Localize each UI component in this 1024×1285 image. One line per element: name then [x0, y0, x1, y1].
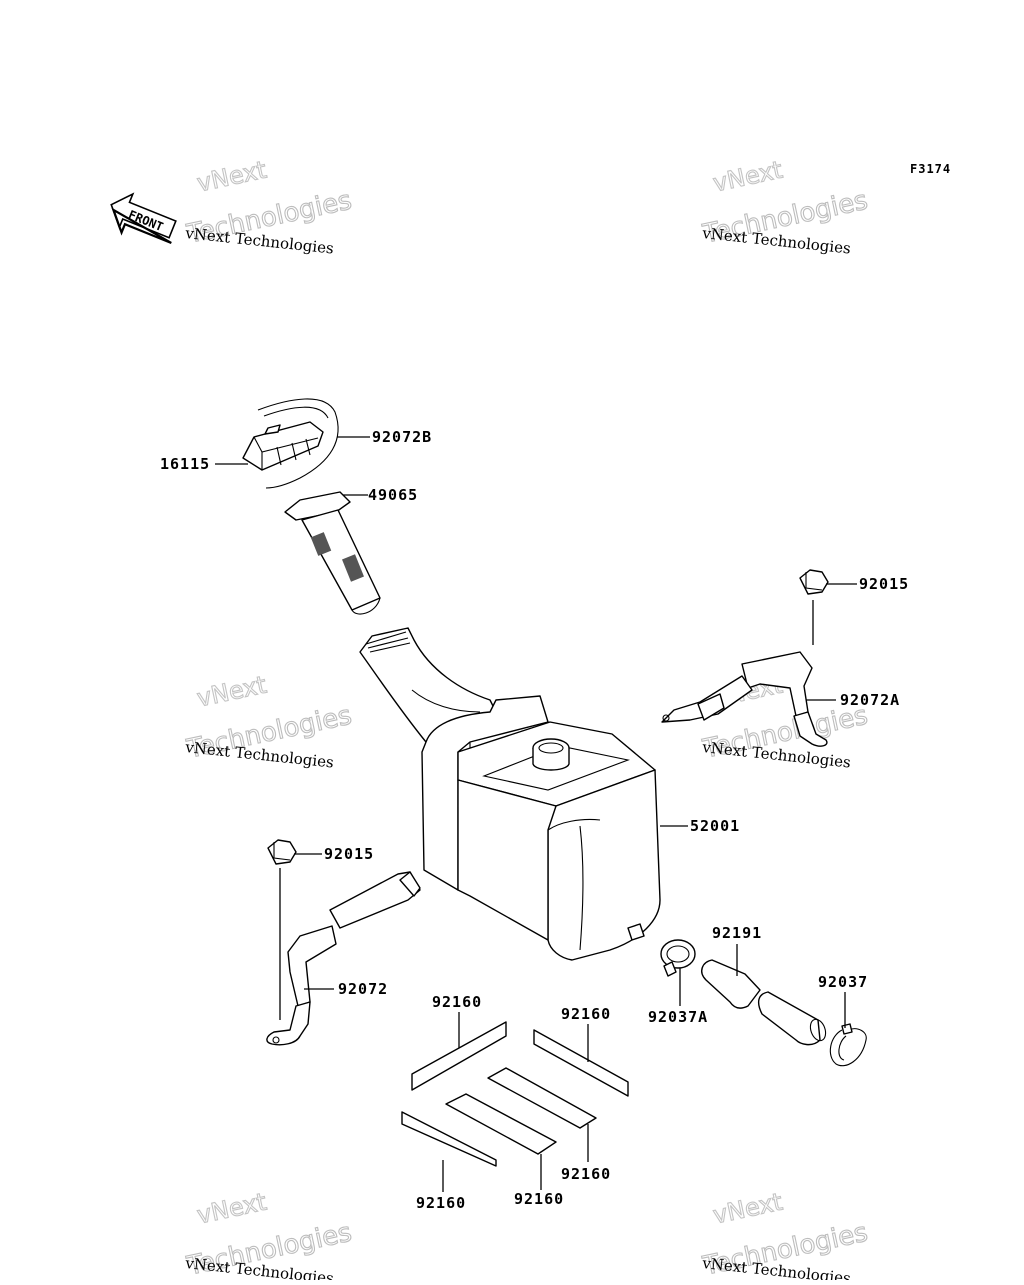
part-label-92072a: 92072A	[840, 691, 900, 709]
pad-icon	[533, 1029, 629, 1097]
part-label-92160: 92160	[561, 1165, 611, 1183]
leader-lines	[215, 436, 857, 1192]
part-label-92160: 92160	[514, 1190, 564, 1208]
band-clamp-icon	[829, 1023, 867, 1067]
part-label-52001: 52001	[690, 817, 740, 835]
clamp-92037a-icon	[660, 939, 696, 977]
strap-92072b-icon	[257, 398, 339, 489]
part-label-49065: 49065	[368, 486, 418, 504]
watermark-top: vNext	[711, 1188, 785, 1230]
part-label-92015: 92015	[859, 575, 909, 593]
part-label-92160: 92160	[432, 993, 482, 1011]
watermark-top: vNext	[711, 156, 785, 198]
bracket-92072a-icon	[661, 651, 828, 747]
part-label-92072b: 92072B	[372, 428, 432, 446]
part-label-92191: 92191	[712, 924, 762, 942]
part-label-92160: 92160	[561, 1005, 611, 1023]
fuel-cap-icon	[242, 421, 324, 471]
nut-icon	[799, 569, 829, 595]
pad-icon	[411, 1021, 507, 1091]
part-label-92072: 92072	[338, 980, 388, 998]
pad-icon	[401, 1111, 497, 1167]
pad-icon	[487, 1067, 597, 1129]
watermark-top: vNext	[195, 671, 269, 713]
oil-tank-icon	[359, 627, 661, 961]
part-label-92160: 92160	[416, 1194, 466, 1212]
watermark-top: vNext	[195, 156, 269, 198]
nut-icon	[267, 839, 297, 865]
diagram-code: F3174	[910, 162, 951, 176]
part-label-16115: 16115	[160, 455, 210, 473]
strap-92072b-icon	[263, 406, 329, 419]
part-label-92037: 92037	[818, 973, 868, 991]
part-label-92037a: 92037A	[648, 1008, 708, 1026]
pad-icon	[445, 1093, 557, 1155]
watermark-top: vNext	[195, 1188, 269, 1230]
front-arrow-icon: FRONT	[110, 192, 177, 244]
part-label-92015: 92015	[324, 845, 374, 863]
hose-icon	[701, 959, 827, 1046]
bracket-92072-icon	[266, 871, 421, 1046]
strainer-icon	[284, 491, 381, 615]
